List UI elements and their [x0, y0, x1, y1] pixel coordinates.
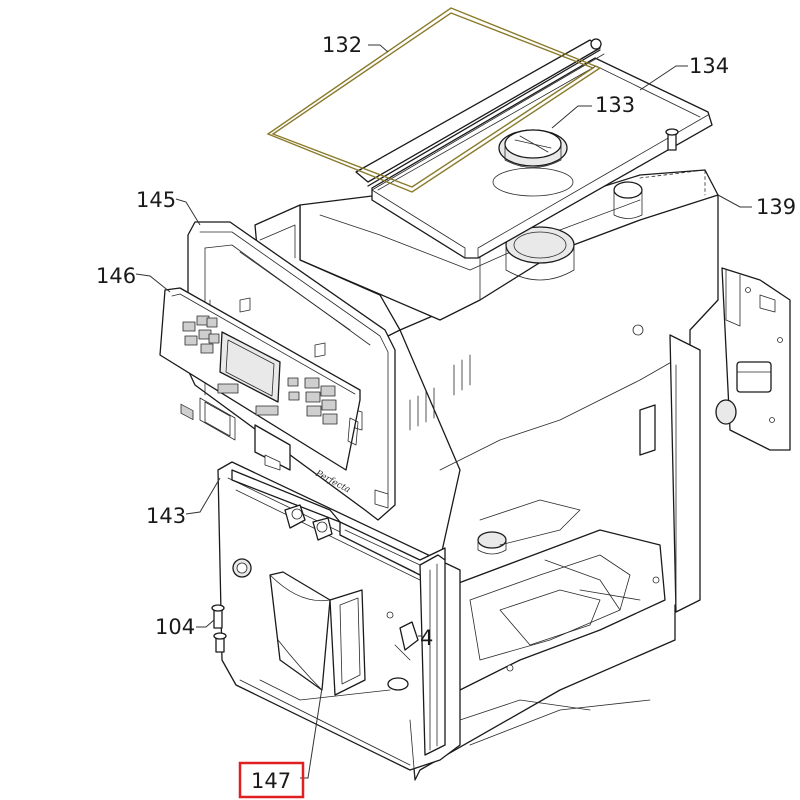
label-146: 146: [96, 264, 136, 288]
leader-132: [368, 44, 389, 53]
right-buttons: [287, 377, 338, 425]
leader-133: [551, 105, 592, 129]
label-104: 104: [155, 615, 195, 639]
label-134: 134: [689, 54, 729, 78]
leader-134: [639, 65, 688, 91]
leader-143: [185, 477, 221, 515]
label-4: 4: [420, 626, 433, 650]
label-133: 133: [595, 93, 635, 117]
label-147: 147: [251, 769, 291, 793]
label-132: 132: [322, 33, 362, 57]
callouts: 132 134 133 139 145 146 143 104 4 147: [96, 33, 796, 799]
pcb-board: [715, 267, 791, 451]
control-panel: [159, 287, 361, 471]
leader-104: [196, 619, 215, 628]
door-flap: [269, 571, 331, 691]
label-145: 145: [136, 188, 176, 212]
tank-lid: [355, 38, 713, 259]
leader-146: [135, 273, 171, 293]
lid-gasket: [266, 7, 602, 193]
leader-145: [175, 198, 201, 226]
front-frame: [211, 461, 651, 781]
label-143: 143: [146, 504, 186, 528]
leader-139: [717, 194, 752, 208]
screws-104: [211, 604, 227, 653]
left-buttons: [180, 315, 220, 421]
fitting-part-4: [399, 621, 419, 651]
vent-slots: [409, 354, 471, 431]
label-139: 139: [756, 195, 796, 219]
highlight-box-147: [238, 761, 305, 799]
